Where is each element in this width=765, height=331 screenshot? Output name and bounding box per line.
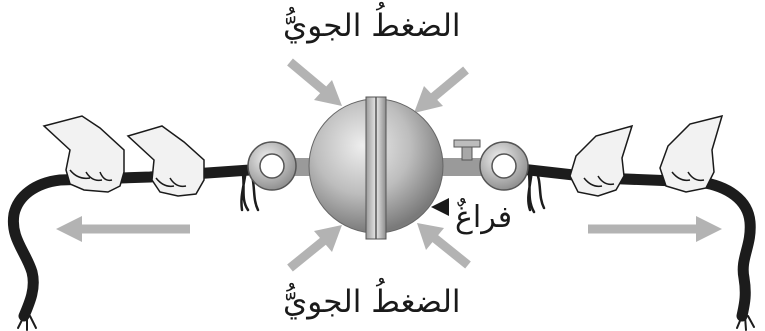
right-ring-valve	[438, 140, 528, 190]
pull-arrow-right	[588, 216, 722, 242]
pressure-arrow-bottom-left	[290, 225, 342, 268]
hand-right-inner	[570, 126, 632, 196]
pull-arrow-left	[56, 216, 190, 242]
atmospheric-pressure-top-label: الضغطُ الجويُّ	[283, 8, 461, 44]
atmospheric-pressure-bottom-label: الضغطُ الجويُّ	[283, 284, 461, 320]
vacuum-label: فراغٌ	[455, 200, 512, 235]
pressure-arrow-top-left	[290, 62, 342, 106]
left-rope	[13, 168, 258, 330]
hand-left-inner	[128, 126, 204, 196]
pressure-arrow-top-right	[414, 70, 466, 113]
right-rope	[512, 168, 754, 330]
sphere	[309, 97, 443, 239]
